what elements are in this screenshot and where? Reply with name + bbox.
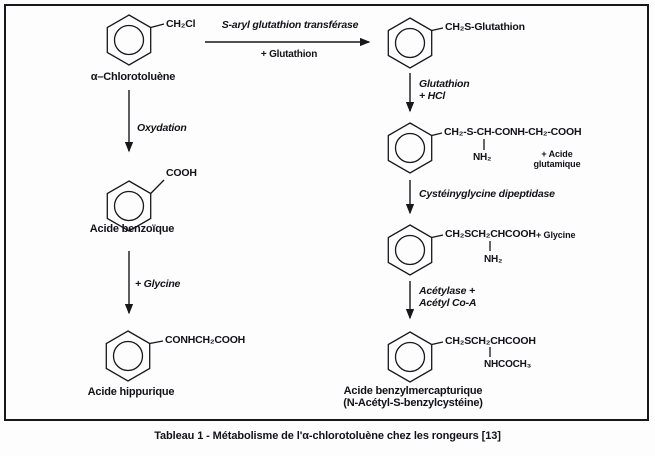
side-note-glycine: + Glycine <box>536 230 576 240</box>
reaction-label-acetylase: Acétylase + Acétyl Co-A <box>419 285 477 309</box>
benzene-ring-benzoique <box>106 179 165 232</box>
bond-glutamyl <box>431 132 443 137</box>
formula-glutathion-conjugue: CH₂S-Glutathion <box>445 21 525 33</box>
benzene-ring-hippurique <box>105 330 164 382</box>
compound-name-benzoique: Acide benzoïque <box>89 223 175 235</box>
reaction-label-glutathion-top: + Glutathion <box>260 49 318 60</box>
benzene-ring-glutamyl <box>387 122 485 174</box>
amine-label-cysteine: NH₂ <box>484 254 503 265</box>
bond-cysteine-conjugue <box>431 234 444 239</box>
bond-hippurique <box>149 340 164 345</box>
benzene-ring-cysteine-conjugue <box>387 224 491 276</box>
acetyl-label-mercapturique: NHCOCH₃ <box>484 359 532 370</box>
formula-benzoique: COOH <box>166 167 197 179</box>
reaction-label-glycine-left: + Glycine <box>135 278 181 290</box>
reaction-label-oxydation: Oxydation <box>137 122 187 134</box>
formula-hippurique: CONHCH₂COOH <box>165 334 246 346</box>
bond-benzoique <box>150 179 165 194</box>
figure-caption: Tableau 1 - Métabolisme de l'α-chlorotol… <box>154 430 501 442</box>
amine-label-glutamyl: NH₂ <box>473 152 492 163</box>
formula-glutamyl: CH₂-S-CH-CONH-CH₂-COOH <box>444 126 582 138</box>
reaction-label-transferase: S-aryl glutathion transférase <box>221 19 359 31</box>
formula-cysteine-conjugue: CH₂SCH₂CHCOOH <box>445 228 536 240</box>
bond-glutathion-conjugue <box>431 27 444 32</box>
benzene-ring-mercapturique <box>387 331 491 383</box>
diagram-border-box <box>4 4 649 421</box>
formula-mercapturique: CH₂SCH₂CHCOOH <box>445 335 536 347</box>
compound-name-chlorotoluene: α–Chlorotoluène <box>90 71 176 83</box>
reaction-label-dipeptidase: Cystéinyglycine dipeptidase <box>419 188 555 200</box>
compound-name-hippurique: Acide hippurique <box>87 386 175 398</box>
reaction-label-glutathion-hcl: Glutathion + HCl <box>419 78 470 102</box>
benzene-ring-glutathion-conjugue <box>387 17 444 69</box>
formula-chlorotoluene: CH₂Cl <box>166 18 196 30</box>
side-note-acide-glutamique: + Acide glutamique <box>533 149 581 169</box>
bond-mercapturique <box>431 341 444 346</box>
bond-chlorotoluene <box>150 23 165 29</box>
benzene-ring-chlorotoluene <box>106 14 165 66</box>
compound-name-mercapturique: Acide benzylmercapturique (N-Acétyl-S-be… <box>343 385 483 410</box>
